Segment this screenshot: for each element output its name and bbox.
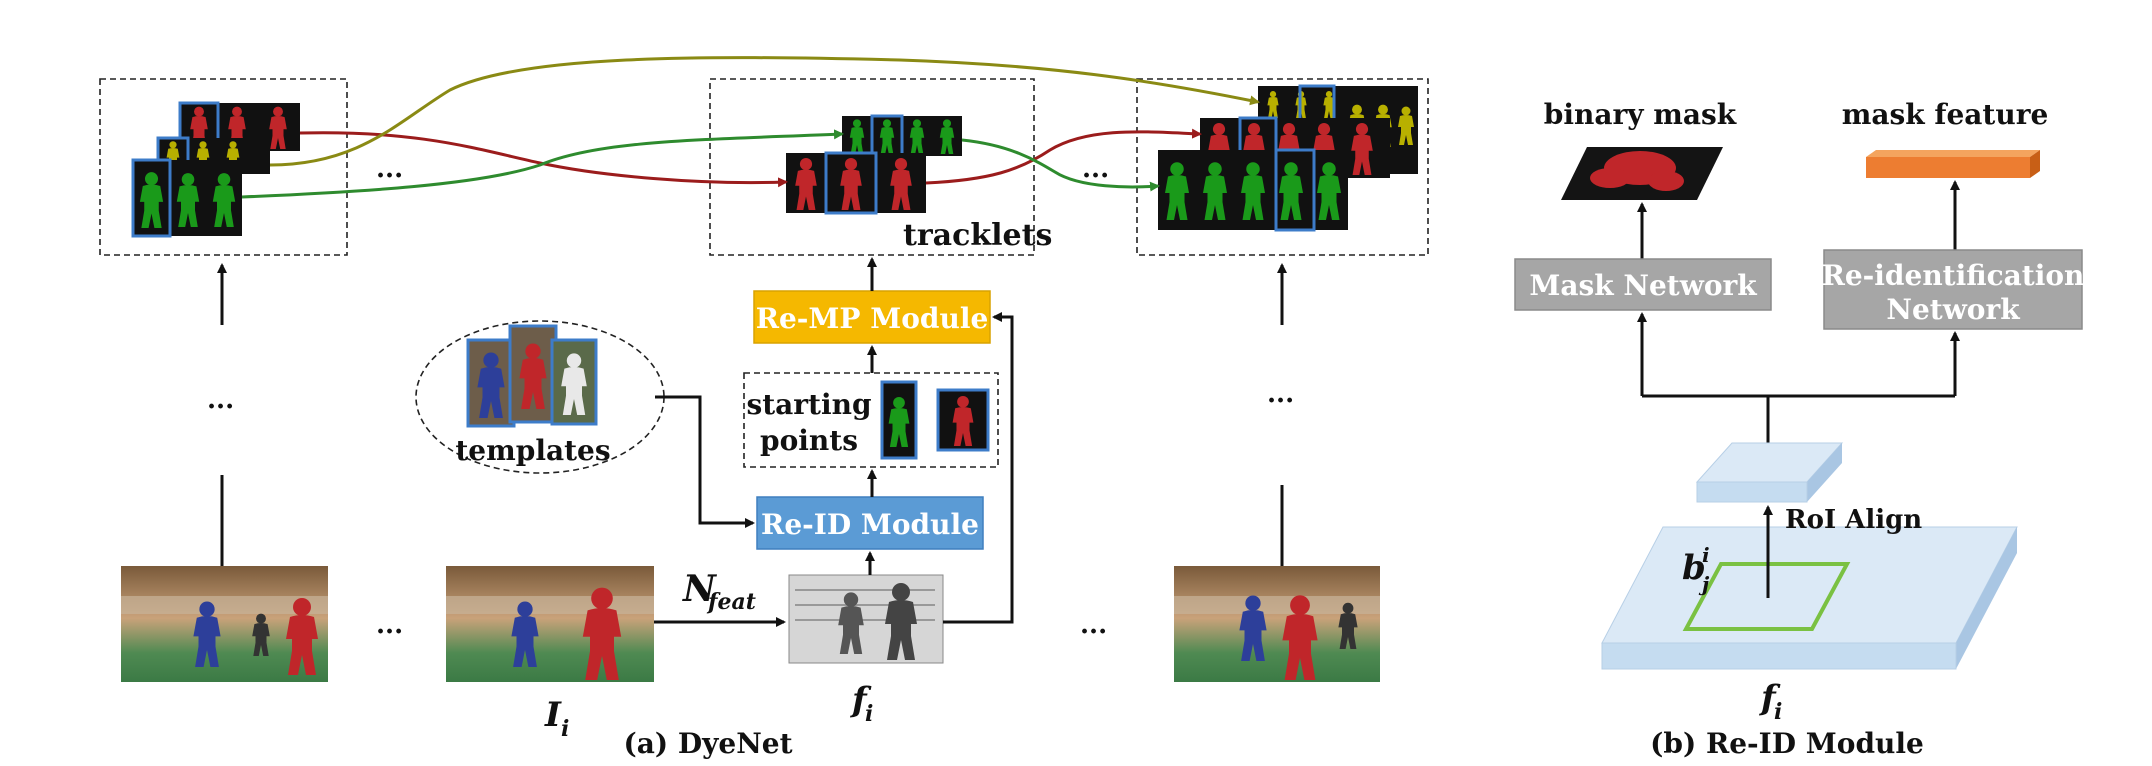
remp-module-label: Re-MP Module (756, 302, 989, 335)
reid-network-label-line2: Network (1886, 293, 2020, 326)
reid-network-label-line1: Re-identification (1822, 259, 2085, 292)
roi-box (1682, 562, 1851, 631)
mask-feature-label: mask feature (1842, 98, 2049, 131)
mask-feature-bar (1866, 150, 2040, 178)
green-mask-row (131, 158, 242, 238)
mask-stack-middle (786, 114, 962, 215)
tracklet-frame-middle (709, 78, 1035, 256)
video-frame-current (446, 566, 654, 682)
svg-text:f: f (1759, 678, 1781, 718)
remp-module-box (753, 290, 991, 344)
svg-text:i: i (1774, 699, 1782, 725)
green-association-arrow-2 (961, 138, 1160, 192)
green-association-arrow-1 (241, 129, 844, 199)
svg-text:i: i (1702, 543, 1710, 567)
reid-module-diagram: binary mask mask feature Mask Network Re… (1514, 98, 2085, 760)
tracklet-frame-left (99, 78, 348, 256)
starting-points-label-line2: points (760, 424, 858, 457)
ellipsis-left-column: ... (207, 385, 234, 415)
ellipsis-top-left: ... (376, 154, 403, 184)
video-frame-1 (121, 566, 328, 682)
templates-label: templates (455, 434, 610, 467)
starting-points-label-line1: starting (746, 388, 871, 421)
svg-text:I: I (544, 695, 562, 735)
ellipsis-frames-2: ... (1080, 610, 1107, 640)
reid-network-box (1823, 249, 2083, 330)
olive-association-arrow (269, 56, 1260, 167)
feature-label: f i (850, 680, 873, 727)
tracklet-frame-right (1136, 78, 1429, 256)
svg-text:feat: feat (706, 589, 756, 615)
ellipsis-top-middle: ... (1082, 154, 1109, 184)
svg-text:i: i (865, 701, 873, 727)
dyenet-diagram: ... tracklets ... (99, 56, 1429, 760)
red-association-arrow-1 (299, 131, 788, 188)
feature-to-remp-arrow (943, 312, 1014, 624)
svg-text:f: f (850, 680, 872, 720)
binary-mask-label: binary mask (1544, 98, 1737, 131)
svg-text:b: b (1682, 548, 1706, 588)
roi-feature-slab (1695, 442, 1844, 503)
svg-text:N: N (682, 568, 718, 610)
mask-network-label: Mask Network (1529, 269, 1757, 302)
mask-stack-right (1158, 84, 1418, 232)
mask-stack-left (131, 101, 300, 238)
roi-align-label: RoI Align (1785, 505, 1922, 535)
red-association-arrow-2 (925, 128, 1202, 185)
ellipsis-right-column: ... (1267, 379, 1294, 409)
reid-module-box (756, 496, 984, 550)
starting-points-frame (743, 372, 999, 468)
reid-module-caption: (b) Re-ID Module (1650, 727, 1924, 760)
feature-map-slab (1601, 526, 2018, 670)
binary-mask-image (1561, 147, 1723, 200)
feature-map-image (788, 574, 944, 664)
starting-point-masks (880, 380, 990, 460)
reid-module-label: Re-ID Module (761, 508, 979, 541)
dyenet-caption: (a) DyeNet (623, 727, 792, 760)
mask-network-box (1514, 258, 1772, 311)
tracklets-label: tracklets (903, 218, 1052, 253)
ellipsis-frames-1: ... (376, 610, 403, 640)
templates-to-reid-arrow (655, 395, 755, 528)
nfeat-label: N feat (682, 568, 756, 615)
reid-feature-label: f i (1759, 678, 1782, 725)
template-images (466, 324, 598, 428)
svg-text:i: i (561, 716, 569, 742)
video-frame-last (1174, 566, 1380, 682)
image-label: I i (544, 695, 569, 742)
